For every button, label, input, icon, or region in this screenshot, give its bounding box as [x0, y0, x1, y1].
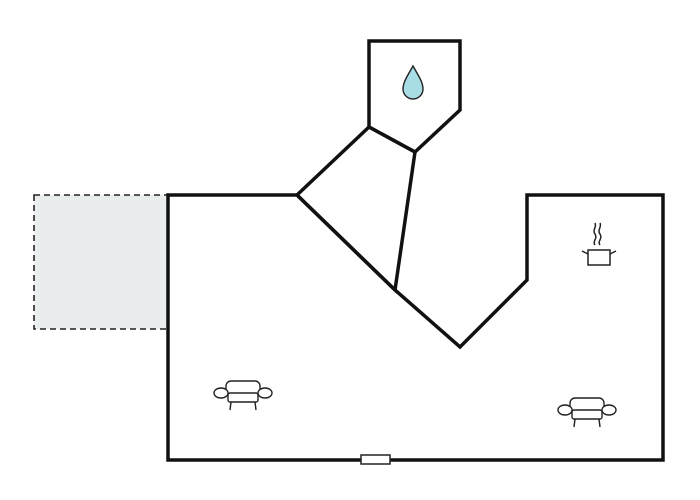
terrace-area [33, 194, 169, 330]
bathroom-walls [367, 39, 462, 155]
door-icon [360, 454, 391, 465]
sofa-icon [557, 397, 617, 428]
sofa-icon [213, 380, 273, 411]
living-area-walls [166, 193, 665, 462]
hallway-walls [294, 124, 417, 294]
water-drop-icon [402, 64, 424, 100]
cooking-pot-icon [581, 222, 617, 266]
